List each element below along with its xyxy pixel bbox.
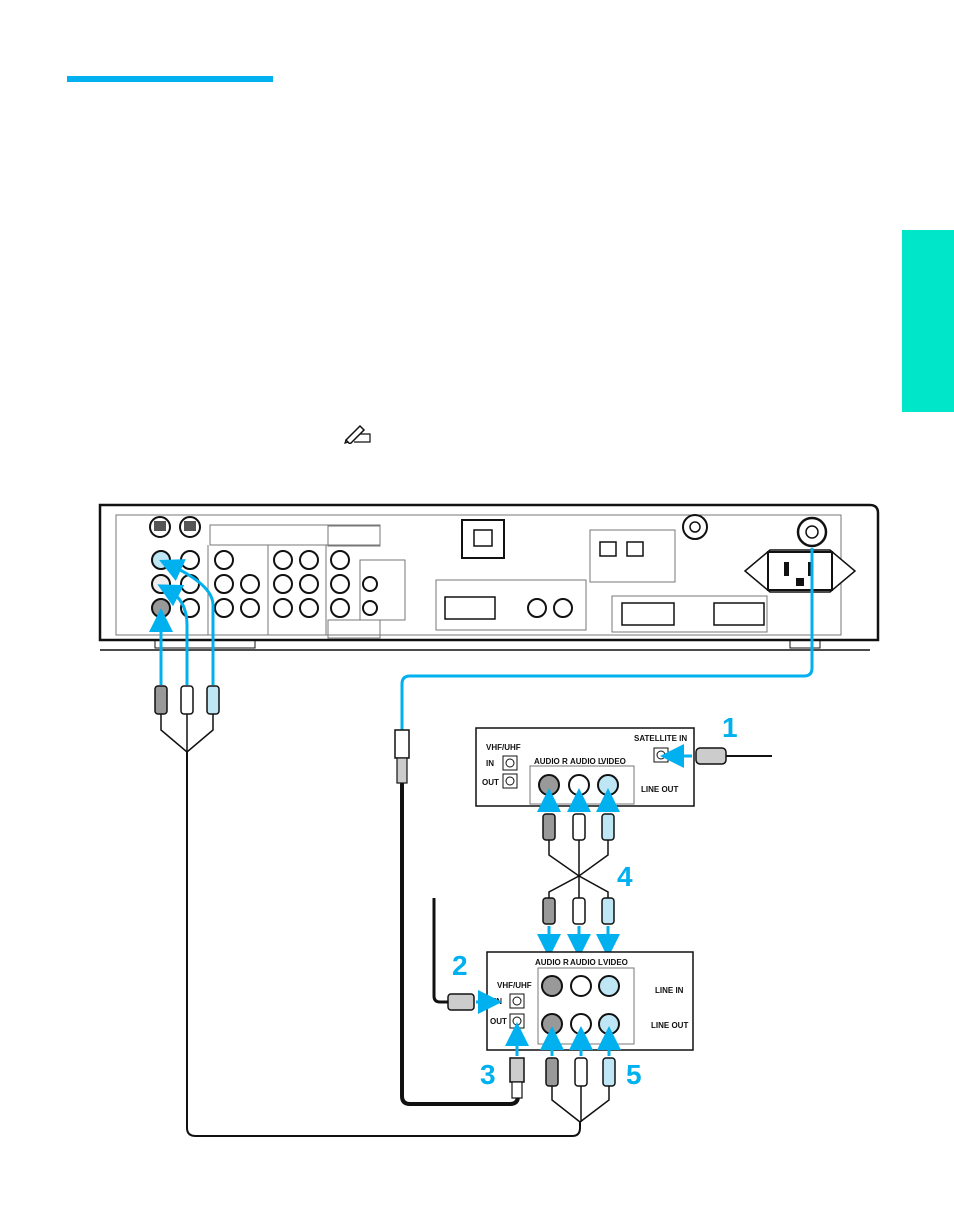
step-4: 4	[617, 861, 633, 892]
step-3: 3	[480, 1059, 496, 1090]
sat-line-out-label: LINE OUT	[641, 785, 678, 794]
step-1: 1	[722, 712, 738, 743]
tv-rca-plugs	[154, 685, 220, 753]
vcr-video-label: VIDEO	[603, 958, 628, 967]
step-2: 2	[452, 950, 468, 981]
vcr-vhf-uhf-label: VHF/UHF	[497, 981, 532, 990]
tv-rear-panel	[98, 503, 880, 651]
antenna-cable-vcr-in	[432, 898, 502, 1014]
vcr-lineout-cables	[540, 1026, 621, 1123]
sat-in-label: IN	[486, 759, 494, 768]
step-5: 5	[626, 1059, 642, 1090]
satellite-cable	[660, 744, 772, 768]
sat-satellite-in-label: SATELLITE IN	[634, 734, 687, 743]
pen-note-icon	[344, 424, 371, 444]
step-numbers: 1 4 2 3 5	[452, 712, 738, 1090]
vcr-in-label: IN	[494, 997, 502, 1006]
vcr-out-coax	[505, 1022, 529, 1099]
side-tab	[902, 230, 954, 412]
heading-rule	[67, 76, 273, 82]
sat-vhf-uhf-label: VHF/UHF	[486, 743, 521, 752]
sat-out-label: OUT	[482, 778, 499, 787]
vcr-audio-r-label: AUDIO R	[535, 958, 569, 967]
vcr-line-in-label: LINE IN	[655, 986, 684, 995]
tv-input-arrows	[149, 559, 215, 685]
cable-tv-to-vcr-out	[186, 752, 581, 1137]
vcr-line-out-label: LINE OUT	[651, 1021, 688, 1030]
sat-video-label: VIDEO	[601, 757, 626, 766]
coax-tv-antenna	[400, 548, 814, 730]
sat-audio-r-label: AUDIO R	[534, 757, 568, 766]
tv-input-jacks	[151, 524, 406, 639]
sat-audio-l-label: AUDIO L	[570, 757, 603, 766]
ac-power-inlet	[743, 549, 857, 593]
satellite-receiver: VHF/UHF IN OUT AUDIO R AUDIO L VIDEO SAT…	[475, 727, 695, 807]
sat-lineout-cables	[537, 788, 620, 958]
s-video-jacks	[149, 516, 201, 538]
tv-digital-ports	[435, 514, 828, 633]
vcr-audio-l-label: AUDIO L	[570, 958, 603, 967]
vcr-out-label: OUT	[490, 1017, 507, 1026]
